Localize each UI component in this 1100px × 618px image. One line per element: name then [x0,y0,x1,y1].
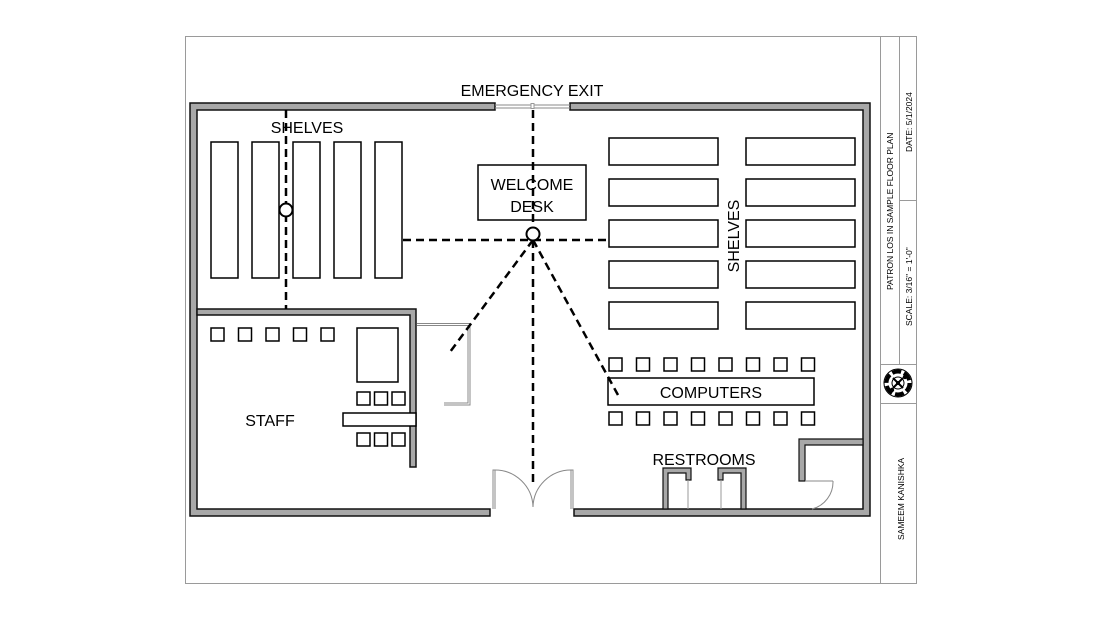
sight-line-to-staff-door [448,239,535,353]
restroom-doors[interactable] [687,480,722,509]
circular-emblem-icon [883,368,913,398]
sheet-border [185,36,917,584]
shelf-unit [292,141,321,279]
chair [237,327,253,342]
computer-chair [608,357,623,372]
computer-table [607,377,815,406]
shelf-unit [374,141,403,279]
drawing-author: SAMEEM KANISHKA [896,457,906,540]
shelf-unit [608,301,719,330]
shelf-unit [745,260,856,289]
computer-chair [745,411,761,426]
welcome-desk-label-line1: WELCOME [491,177,574,194]
corner-room-walls [798,438,864,482]
restroom-stall-1 [662,467,692,510]
chair [391,432,406,447]
observer-point-welcome-desk[interactable] [525,226,541,242]
staff-desk-chairs-upper [356,391,406,406]
shelf-unit [745,137,856,166]
computer-chairs-top [608,357,816,372]
sight-line-to-computers [531,239,620,396]
computer-chair [690,411,706,426]
computer-chair [663,411,678,426]
computer-chair [745,357,761,372]
shelf-unit [210,141,239,279]
shelf-unit [745,219,856,248]
computer-chair [773,411,788,426]
main-entrance-door[interactable] [492,469,574,509]
computers-label: COMPUTERS [660,385,762,402]
computer-chair [800,411,816,426]
chair [356,391,371,406]
drawing-scale: SCALE: 3/16" = 1'-0" [904,247,914,326]
restroom-stall-2 [717,467,747,510]
staff-table [356,327,399,383]
title-block: PATRON LOS IN SAMPLE FLOOR PLAN DATE: 5/… [880,36,916,584]
chair [391,391,406,406]
shelf-unit [745,178,856,207]
shelf-unit [333,141,362,279]
observer-point-shelves[interactable] [278,202,294,218]
emergency-exit-door[interactable] [495,103,570,109]
shelf-unit [608,178,719,207]
shelf-unit [251,141,280,279]
shelf-unit [745,301,856,330]
shelves-right-label: SHELVES [726,200,743,273]
wall-east-segment [569,102,871,517]
staff-desk [342,412,417,427]
computer-chair [663,357,678,372]
restrooms-label: RESTROOMS [652,452,755,469]
corner-room-door[interactable] [805,480,834,510]
computer-chairs-bottom [608,411,816,426]
shelves-left-label: SHELVES [271,120,344,137]
drawing-date: DATE: 5/1/2024 [904,92,914,152]
computer-chair [635,357,651,372]
staff-side-door-frame [417,323,471,406]
staff-label: STAFF [245,413,295,430]
drawing-title: PATRON LOS IN SAMPLE FLOOR PLAN [885,133,895,290]
chair [320,327,335,342]
computer-chair [773,357,788,372]
chair [210,327,225,342]
computer-chair [635,411,651,426]
computer-chair [690,357,706,372]
computer-chair [718,411,733,426]
shelf-unit [608,137,719,166]
computer-chair [800,357,816,372]
chair [356,432,371,447]
shelf-unit [608,260,719,289]
chair [373,391,389,406]
computer-chair [718,357,733,372]
chair [373,432,389,447]
restroom-stall-walls [662,467,747,510]
shelf-unit [608,219,719,248]
left-shelves [210,141,403,279]
staff-desk-chairs-lower [356,432,406,447]
right-shelves [608,137,856,330]
emergency-exit-label: EMERGENCY EXIT [461,83,604,100]
staff-chairs-top [210,327,335,342]
staff-room-walls [196,308,417,468]
chair [265,327,280,342]
chair [292,327,308,342]
computer-chair [608,411,623,426]
sight-lines [284,110,620,484]
